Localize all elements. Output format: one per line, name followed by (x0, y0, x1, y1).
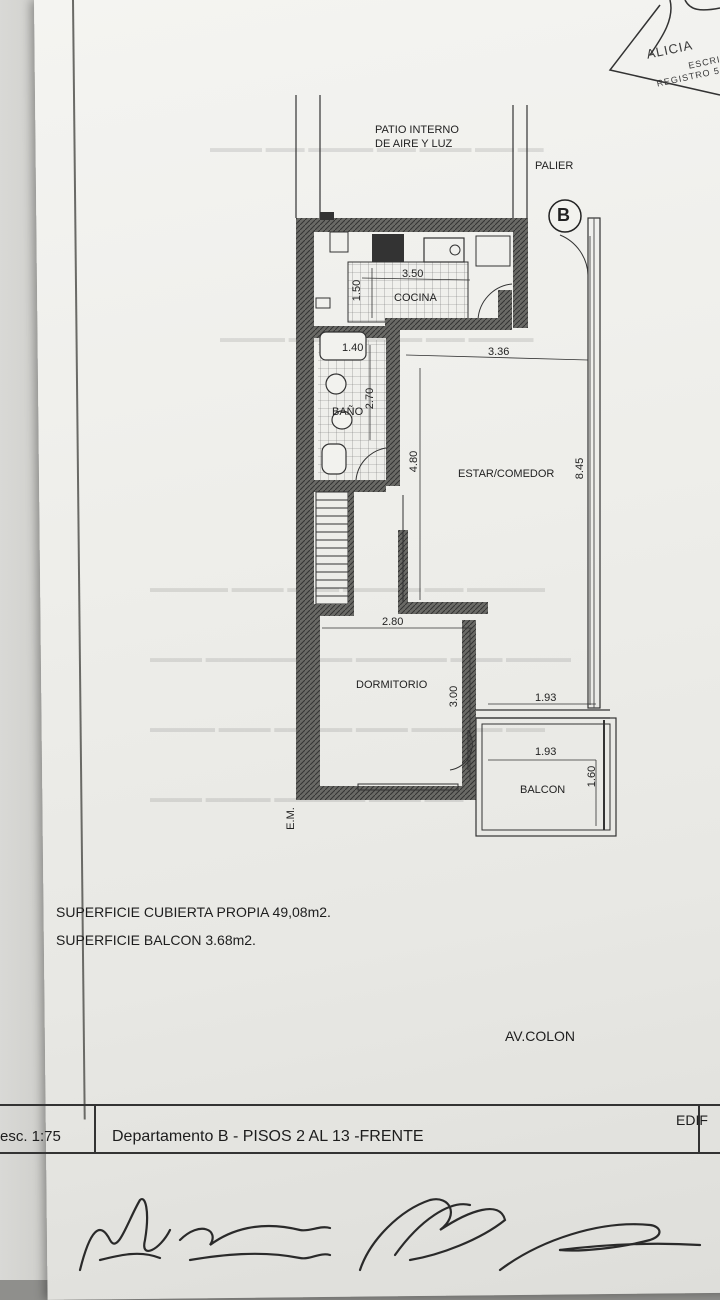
balcony-surface: SUPERFICIE BALCON 3.68m2. (56, 932, 256, 948)
balcony-height: 1.60 (586, 765, 599, 788)
signatures-icon (78, 1197, 702, 1272)
covered-surface: SUPERFICIE CUBIERTA PROPIA 49,08m2. (56, 904, 331, 920)
building-label: EDIF (676, 1112, 708, 1128)
bleed-through-text: ▬▬▬▬ ▬▬▬ ▬▬▬▬▬ ▬▬▬ ▬▬▬▬ ▬▬▬ ▬▬ (210, 140, 544, 155)
unit-letter: B (557, 205, 570, 225)
bath-height: 2.70 (364, 387, 377, 410)
bedroom-label: DORMITORIO (356, 679, 428, 691)
palier-label: PALIER (535, 160, 574, 172)
kitchen-width: 3.50 (402, 268, 424, 280)
em-label: E.M. (284, 807, 297, 830)
living-label: ESTAR/COMEDOR (458, 468, 555, 480)
patio-label-line2: DE AIRE Y LUZ (375, 138, 453, 150)
scale-label: esc. 1:75 (0, 1128, 61, 1145)
balcony-width-1: 1.93 (535, 692, 557, 704)
bedroom-height: 3.00 (448, 685, 461, 708)
kitchen-label: COCINA (394, 292, 437, 304)
bath-label: BAÑO (332, 406, 364, 418)
bedroom-width: 2.80 (382, 616, 404, 628)
street-label: AV.COLON (505, 1028, 576, 1044)
tub-width: 1.40 (342, 342, 364, 354)
living-height: 8.45 (574, 457, 587, 480)
patio-label: PATIO INTERNO (375, 124, 459, 136)
floor-plan-drawing (295, 95, 617, 837)
hall-height: 4.80 (408, 450, 421, 473)
living-width: 3.36 (488, 346, 510, 358)
kitchen-height: 1.50 (351, 279, 364, 302)
balcony-width-2: 1.93 (535, 746, 557, 758)
title-block: esc. 1:75 Departamento B - PISOS 2 AL 13… (0, 1104, 720, 1154)
stamp-seal-icon (608, 0, 720, 96)
balcony-label: BALCON (520, 784, 566, 796)
notary-stamp: ALICIA ESCRIBA REGISTRO 5 (600, 0, 720, 110)
unit-description: Departamento B - PISOS 2 AL 13 -FRENTE (112, 1128, 424, 1145)
bleed-through-text: ▬▬▬▬▬ ▬▬▬▬ ▬▬▬▬▬▬ ▬▬▬▬ ▬▬▬▬▬▬▬ ▬▬▬ (150, 720, 546, 735)
